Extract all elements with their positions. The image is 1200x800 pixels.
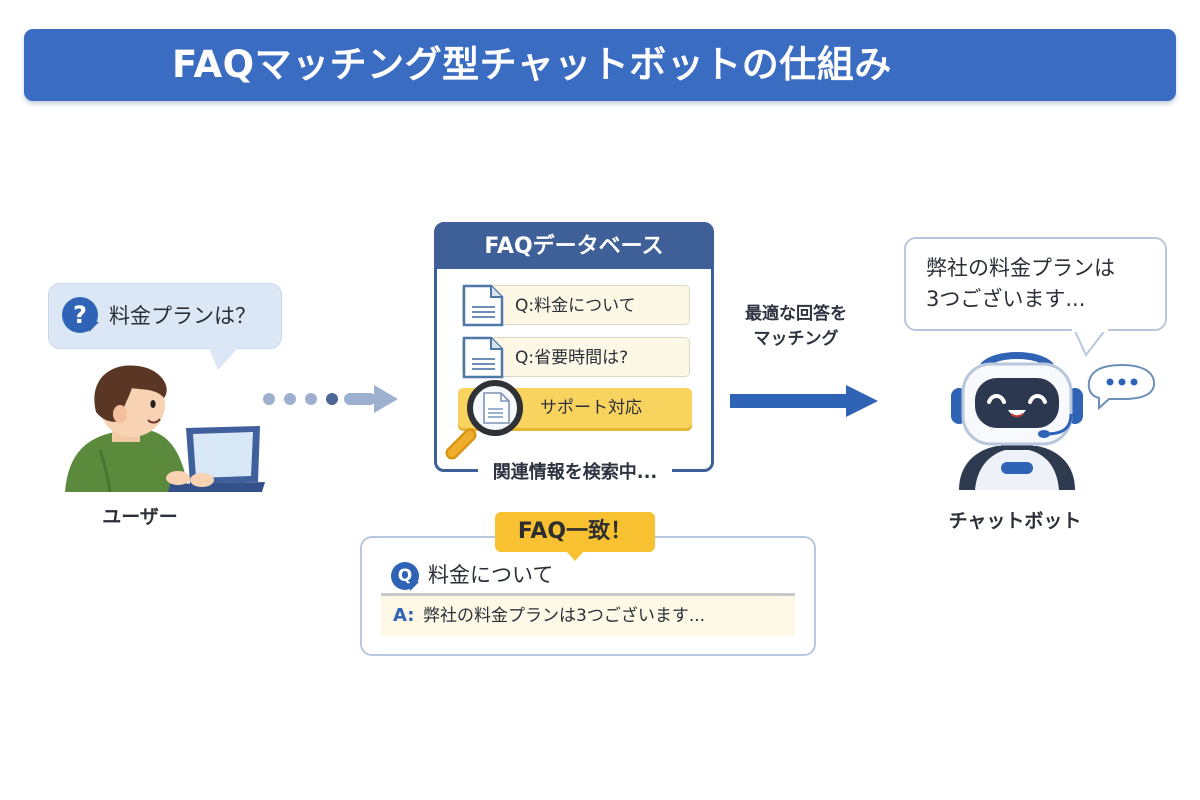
- result-divider: [381, 593, 795, 596]
- chatbot-reply-line2: 3つございます...: [926, 287, 1086, 311]
- chatbot-robot-icon: [951, 352, 1083, 490]
- user-label: ユーザー: [102, 506, 178, 528]
- result-question-text: 料金について: [428, 563, 554, 587]
- status-mask: [478, 460, 672, 484]
- question-icon-tail: [89, 322, 99, 332]
- faq-database-title: FAQデータベース: [437, 225, 711, 269]
- answer-label: A:: [393, 605, 415, 626]
- flow-dot: [326, 393, 338, 405]
- flow-dot: [284, 393, 296, 405]
- matching-label-line1: 最適な回答を: [745, 304, 847, 324]
- search-status-text: 関連情報を検索中...: [492, 462, 658, 483]
- matching-label-line2: マッチング: [753, 329, 839, 349]
- answer-text: 弊社の料金プランは3つございます...: [423, 606, 706, 626]
- faq-item-text: サポート対応: [540, 398, 642, 418]
- user-bubble-tail: [208, 346, 240, 370]
- user-speech-bubble: ? 料金プランは？: [48, 283, 282, 349]
- chatbot-speech-bubble: 弊社の料金プランは 3つございます...: [904, 237, 1167, 331]
- result-answer-row: A: 弊社の料金プランは3つございます...: [381, 596, 795, 636]
- chatbot-reply-line1: 弊社の料金プランは: [926, 256, 1115, 280]
- flow-arrow-icon: [730, 385, 878, 417]
- flow-arrow-light-icon: [344, 385, 398, 413]
- faq-item-text: Q:省要時間は?: [515, 348, 629, 368]
- magnifier-icon: [445, 380, 523, 460]
- faq-match-badge: FAQ一致！: [495, 512, 655, 552]
- title-bar: FAQマッチング型チャットボットの仕組み: [24, 29, 1176, 101]
- chatbot-reply-text: 弊社の料金プランは 3つございます...: [926, 253, 1115, 315]
- faq-item[interactable]: Q:料金について: [462, 284, 690, 327]
- q-bubble-tail: [410, 582, 419, 591]
- user-body: [65, 430, 188, 493]
- user-question-text: 料金プランは？: [109, 304, 256, 328]
- flow-dot: [305, 393, 317, 405]
- badge-tail: [566, 551, 584, 561]
- document-icon: [462, 336, 504, 379]
- faq-item[interactable]: Q:省要時間は?: [462, 336, 690, 379]
- flow-dot: [263, 393, 275, 405]
- faq-item-text: Q:料金について: [515, 296, 636, 316]
- user-hands: [166, 471, 214, 487]
- user-illustration: [65, 365, 265, 493]
- matching-label: 最適な回答を マッチング: [726, 302, 866, 352]
- page-title: FAQマッチング型チャットボットの仕組み: [172, 43, 892, 86]
- robot-head: [951, 352, 1083, 446]
- user-head: [94, 365, 167, 442]
- question-mark-icon: ?: [62, 297, 98, 333]
- laptop-icon: [168, 426, 265, 492]
- robot-body: [959, 446, 1075, 490]
- typing-ellipsis-icon: [1087, 363, 1156, 410]
- chatbot-label: チャットボット: [948, 510, 1082, 532]
- bot-bubble-tail: [1072, 329, 1108, 357]
- document-icon: [462, 284, 504, 327]
